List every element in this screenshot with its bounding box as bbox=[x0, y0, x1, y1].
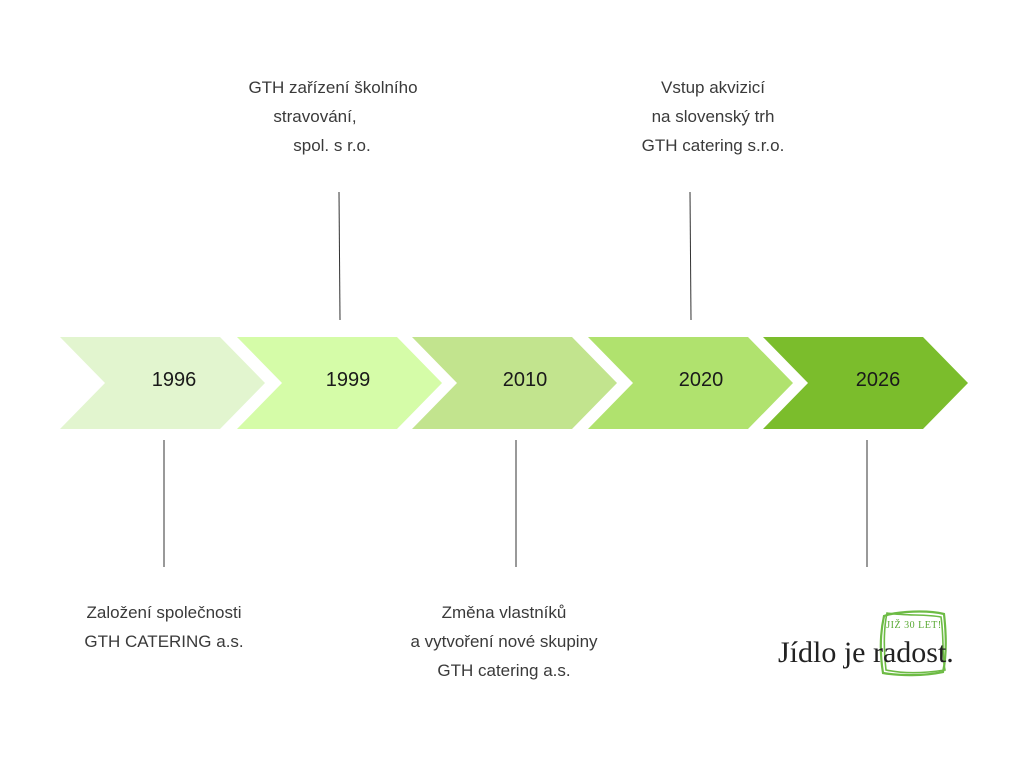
brand-badge-text: JIŽ 30 LET! bbox=[886, 620, 942, 631]
brand-slogan: Jídlo je radost. bbox=[778, 636, 954, 669]
chevron-1999 bbox=[237, 337, 442, 429]
brand-logo: JIŽ 30 LET! Jídlo je radost. bbox=[778, 604, 978, 688]
connector-2020 bbox=[689, 191, 692, 321]
milestone-2020-line-1: Vstup akvizicí bbox=[661, 78, 765, 97]
milestone-2010-line-1: Změna vlastníků bbox=[441, 603, 567, 622]
year-1999: 1999 bbox=[325, 369, 371, 391]
milestone-1996-line-1: Založení společnosti bbox=[86, 603, 242, 622]
chevron-2026 bbox=[763, 337, 968, 429]
milestone-1999-text: GTH zařízení školního stravování, spol. … bbox=[218, 73, 448, 160]
year-1996: 1996 bbox=[151, 369, 197, 391]
chevron-1996 bbox=[60, 337, 265, 429]
milestone-2010-text: Změna vlastníků a vytvoření nové skupiny… bbox=[384, 598, 624, 685]
badge-frame-icon bbox=[879, 610, 947, 677]
milestone-2010-line-3: GTH catering a.s. bbox=[437, 661, 571, 680]
milestone-1999-line-3: spol. s r.o. bbox=[293, 136, 371, 155]
timeline-chevrons bbox=[60, 337, 968, 429]
year-2010: 2010 bbox=[502, 369, 548, 391]
year-2026: 2026 bbox=[855, 369, 901, 391]
milestone-1996-line-2: GTH CATERING a.s. bbox=[84, 632, 244, 651]
milestone-2020-text: Vstup akvizicí na slovenský trh GTH cate… bbox=[598, 73, 828, 160]
chevron-2020 bbox=[588, 337, 793, 429]
milestone-1999-line-1: GTH zařízení školního bbox=[248, 78, 418, 97]
timeline-connectors bbox=[163, 191, 868, 567]
milestone-2020-line-2: na slovenský trh bbox=[651, 107, 775, 126]
milestone-1999-line-2: stravování, bbox=[273, 107, 357, 126]
milestone-2010-line-2: a vytvoření nové skupiny bbox=[410, 632, 598, 651]
milestone-1996-text: Založení společnosti GTH CATERING a.s. bbox=[54, 598, 274, 656]
chevron-2010 bbox=[412, 337, 617, 429]
connector-1999 bbox=[338, 191, 341, 321]
year-2020: 2020 bbox=[678, 369, 724, 391]
milestone-2020-line-3: GTH catering s.r.o. bbox=[641, 136, 785, 155]
